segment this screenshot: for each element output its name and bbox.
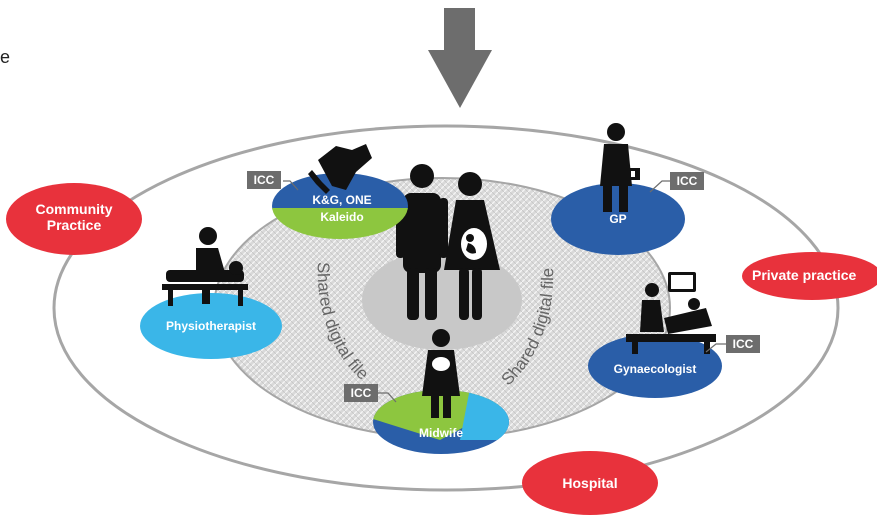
gynaecologist-label: Gynaecologist — [613, 362, 697, 376]
doctor-icon — [600, 123, 640, 212]
midwife-baby-icon — [422, 329, 460, 418]
icc-tag-gynaecologist: ICC — [726, 335, 760, 353]
family-icon — [396, 164, 500, 320]
physiotherapist-label: Physiotherapist — [165, 319, 257, 333]
gp-label: GP — [609, 212, 627, 226]
icc-tag-midwife: ICC — [344, 384, 378, 402]
physiotherapy-icon — [162, 227, 248, 306]
gp-node[interactable] — [551, 183, 685, 255]
midwife-label: Midwife — [419, 426, 463, 440]
physio-node[interactable] — [140, 293, 282, 359]
hospital-label: Hospital — [562, 475, 618, 491]
community-practice-node[interactable] — [6, 183, 142, 255]
down-arrow-icon — [428, 8, 492, 108]
icc-tag-kg: ICC — [247, 171, 281, 189]
outer-ring — [52, 124, 840, 492]
cropped-text-fragment: e — [0, 47, 11, 67]
private-practice-label: Private practice — [752, 267, 857, 283]
handshake-icon — [308, 144, 372, 194]
hospital-node[interactable] — [522, 451, 658, 515]
icc-tag-gp: ICC — [670, 172, 704, 190]
kaleido-label: Kaleido — [320, 210, 364, 224]
community-practice-label: Community Practice — [35, 201, 113, 234]
gynaecologist-node[interactable] — [588, 334, 722, 398]
icc-connectors — [283, 180, 726, 403]
private-practice-node[interactable] — [742, 252, 877, 300]
kg-one-label: K&G, ONE — [312, 193, 372, 207]
midwife-node[interactable] — [370, 388, 514, 458]
ultrasound-icon — [626, 272, 716, 354]
